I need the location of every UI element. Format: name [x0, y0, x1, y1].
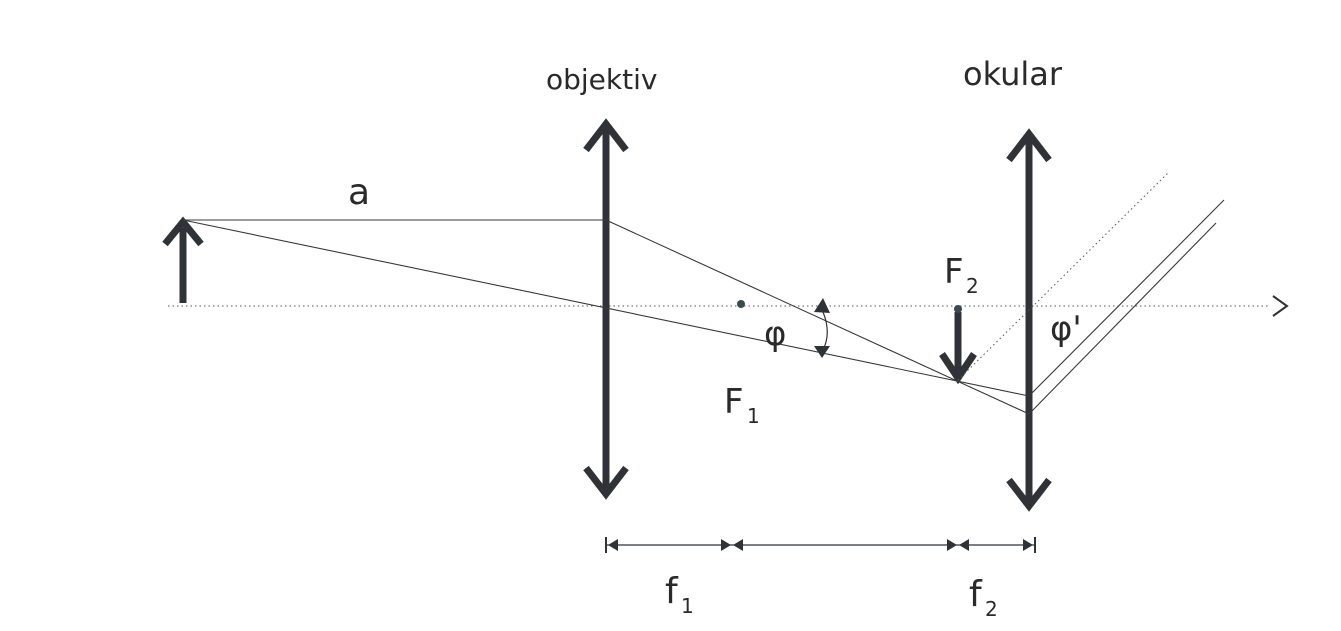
angle-arc [814, 298, 830, 358]
angle-label: φ [764, 314, 786, 354]
svg-text:1: 1 [681, 594, 694, 618]
exit-ray-2 [1028, 222, 1217, 415]
object-distance-label: a [348, 172, 370, 213]
light-rays [182, 172, 1225, 415]
focus-point-f1 [737, 300, 745, 308]
focus1-label: F 1 [724, 382, 760, 428]
ray-through-f1 [605, 219, 1030, 415]
object-arrow [162, 216, 204, 303]
objective-lens [583, 118, 629, 500]
focus2-label: F 2 [944, 252, 979, 298]
svg-text:f: f [665, 571, 679, 612]
svg-text:F: F [944, 252, 964, 292]
intermediate-image-arrow [939, 312, 977, 385]
exit-ray-1 [1028, 199, 1225, 397]
svg-text:2: 2 [985, 597, 998, 621]
ocular-label: okular [963, 55, 1063, 93]
angle-prime-label: φ' [1050, 309, 1082, 349]
svg-text:F: F [724, 382, 744, 422]
svg-text:2: 2 [966, 274, 979, 298]
objective-label: objektiv [546, 63, 657, 96]
focus-point-f2 [954, 305, 962, 313]
chief-ray [182, 219, 1030, 397]
focal-length-1-label: f 1 [665, 571, 694, 618]
optical-axis-arrowhead [1272, 295, 1289, 317]
focal-length-2-label: f 2 [969, 574, 998, 621]
svg-text:f: f [969, 574, 983, 615]
focal-dimension-line [605, 537, 1036, 553]
ocular-lens [1006, 128, 1052, 512]
svg-text:1: 1 [747, 404, 760, 428]
